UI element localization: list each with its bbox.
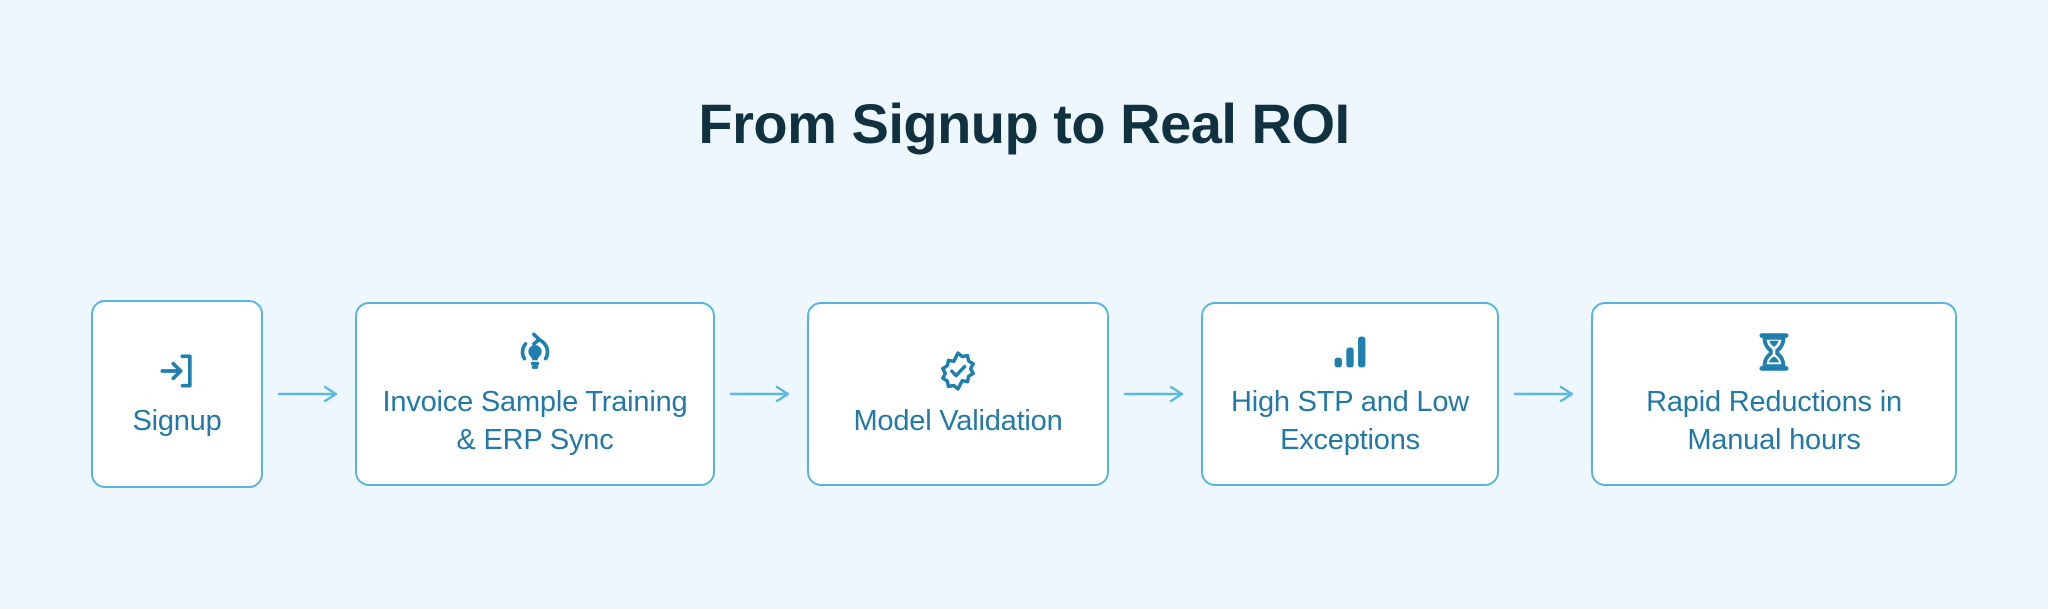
login-arrow-icon (155, 348, 199, 394)
bar-chart-icon (1329, 329, 1371, 375)
flow-step-rapid-reductions[interactable]: Rapid Reductions in Manual hours (1591, 302, 1957, 486)
flow-connector-1 (263, 382, 355, 406)
process-flow: Signup Invoice (0, 296, 2048, 492)
flow-connector-4 (1499, 382, 1591, 406)
arrow-right-icon (728, 382, 794, 406)
flow-step-invoice-sample-training[interactable]: Invoice Sample Training & ERP Sync (355, 302, 715, 486)
flow-step-signup[interactable]: Signup (91, 300, 263, 488)
flow-step-label: Signup (132, 404, 222, 437)
arrow-right-icon (276, 382, 342, 406)
flow-step-label: Rapid Reductions in Manual hours (1646, 385, 1902, 456)
verified-badge-check-icon (936, 348, 980, 394)
flow-step-label: Invoice Sample Training & ERP Sync (382, 385, 688, 456)
flow-step-label: High STP and Low Exceptions (1230, 385, 1470, 456)
flow-step-label: Model Validation (853, 404, 1063, 437)
lightbulb-refresh-icon (513, 329, 557, 375)
arrow-right-icon (1122, 382, 1188, 406)
flow-step-model-validation[interactable]: Model Validation (807, 302, 1109, 486)
flow-connector-2 (715, 382, 807, 406)
flow-step-high-stp[interactable]: High STP and Low Exceptions (1201, 302, 1499, 486)
page-title: From Signup to Real ROI (698, 92, 1350, 155)
hourglass-icon (1753, 329, 1795, 375)
flow-connector-3 (1109, 382, 1201, 406)
arrow-right-icon (1512, 382, 1578, 406)
